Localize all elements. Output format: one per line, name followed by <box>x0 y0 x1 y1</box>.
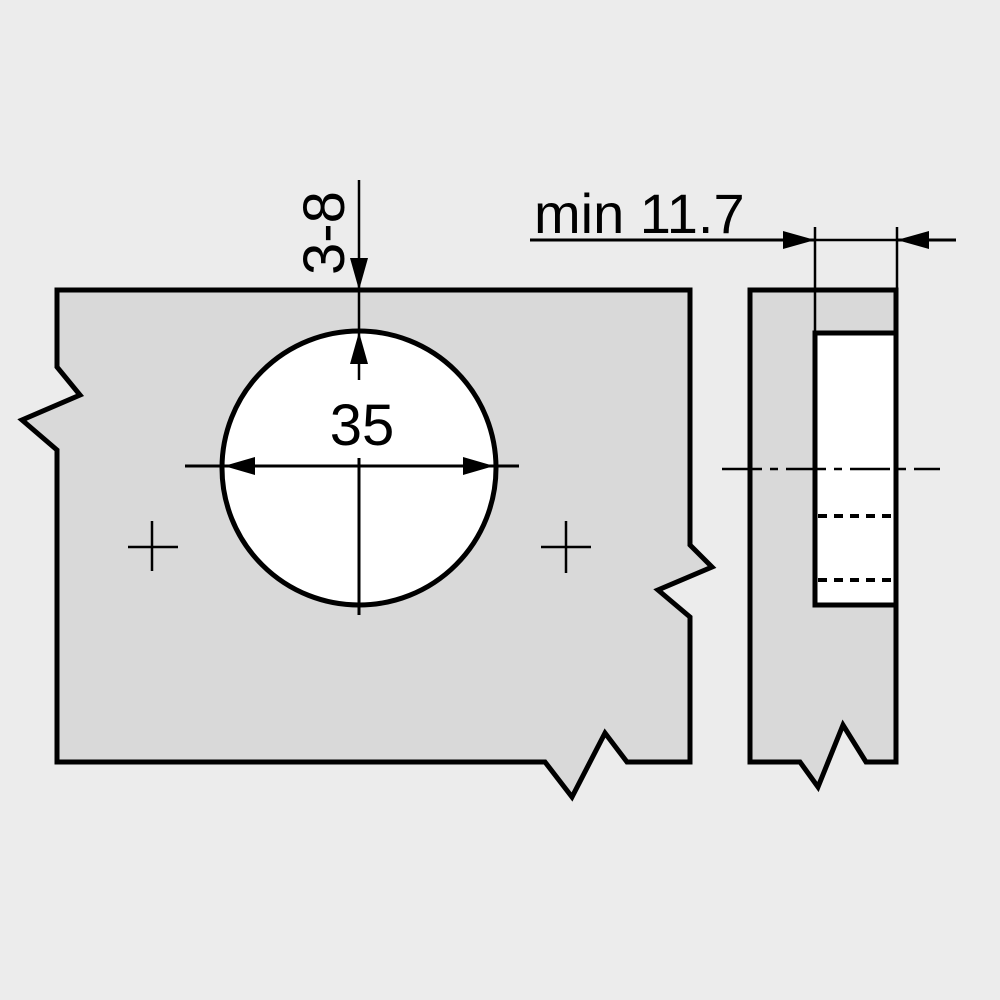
min-thickness-arrow-left-icon <box>897 231 929 249</box>
min-thickness-label: min 11.7 <box>534 182 745 245</box>
screw-mark-right-icon <box>541 521 591 573</box>
screw-mark-left-icon <box>128 521 178 571</box>
edge-distance-arrow-up-icon <box>350 332 368 364</box>
front-view: 3-8 35 <box>17 180 717 802</box>
edge-distance-arrow-down-icon <box>350 258 368 290</box>
bore-diameter-label: 35 <box>330 393 395 458</box>
min-thickness-arrow-right-icon <box>783 231 815 249</box>
edge-distance-label: 3-8 <box>292 191 357 275</box>
diameter-arrow-left-icon <box>224 457 255 475</box>
diameter-arrow-right-icon <box>463 457 494 475</box>
side-view: min 11.7 <box>530 182 956 793</box>
